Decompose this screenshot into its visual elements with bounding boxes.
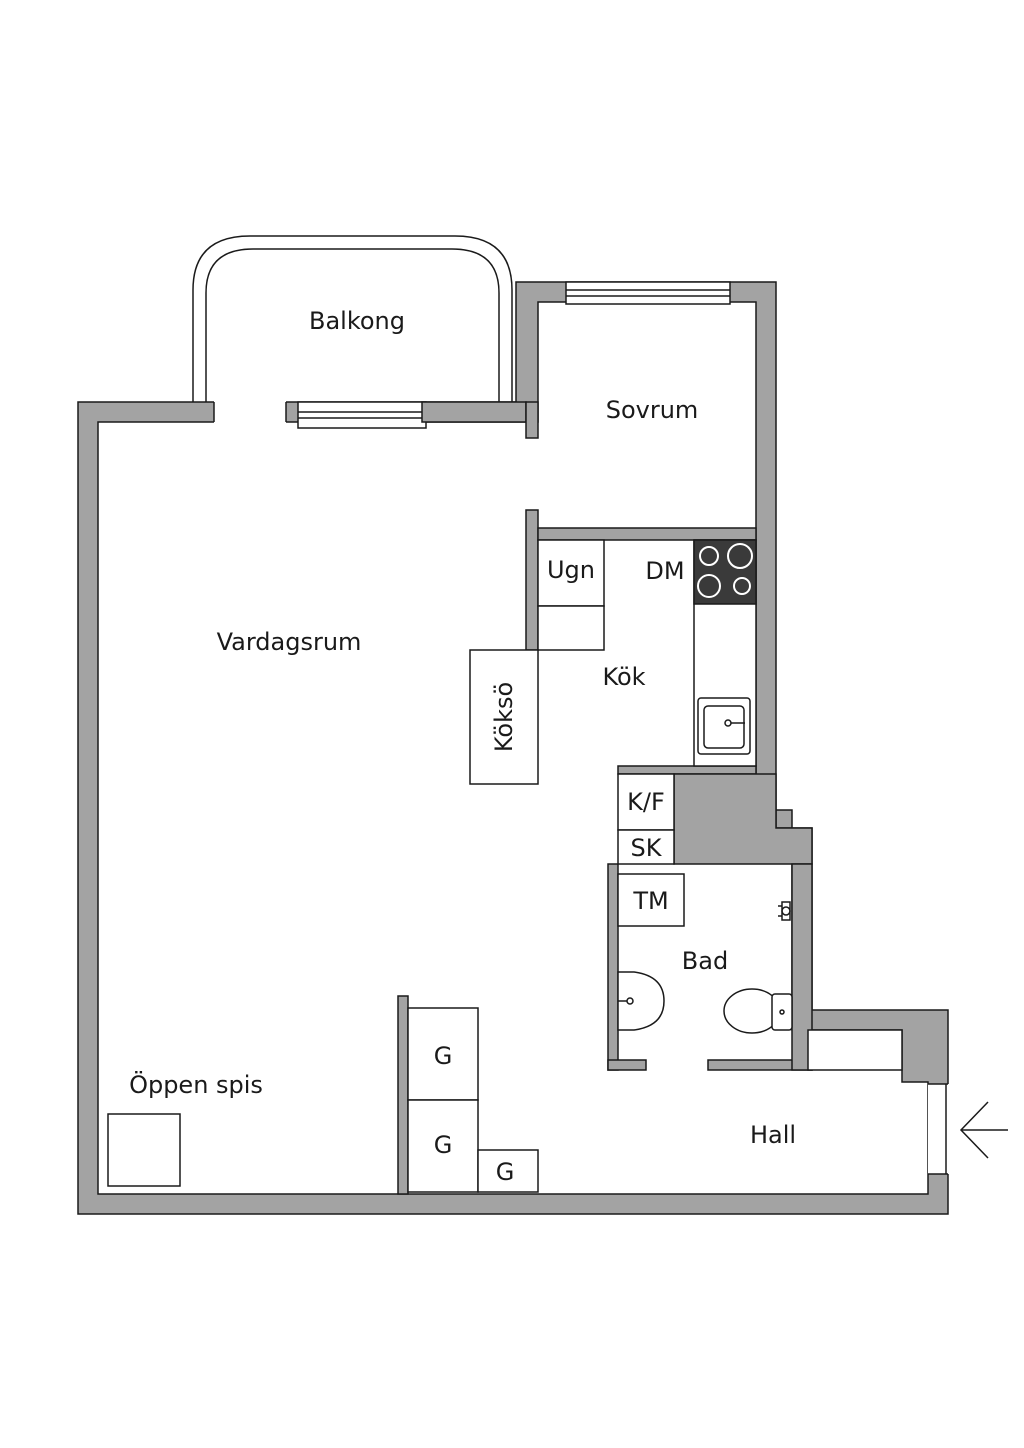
label-hall: Hall bbox=[750, 1121, 796, 1149]
label-oppen-spis: Öppen spis bbox=[129, 1070, 263, 1099]
toilet-icon bbox=[723, 988, 793, 1034]
arrow-left-icon bbox=[959, 1101, 1008, 1159]
washing-machine bbox=[617, 873, 685, 927]
label-sk: SK bbox=[631, 834, 663, 862]
window-bedroom bbox=[565, 281, 731, 305]
storage-cabinet bbox=[617, 829, 675, 865]
label-ugn: Ugn bbox=[547, 556, 595, 584]
label-g1: G bbox=[434, 1042, 453, 1070]
washbasin-icon bbox=[617, 971, 665, 1031]
stove-icon bbox=[693, 539, 757, 605]
sink-icon bbox=[697, 697, 751, 755]
kitchen-island bbox=[469, 649, 539, 785]
fridge-freezer bbox=[617, 773, 675, 831]
label-kok: Kök bbox=[602, 663, 645, 691]
label-vardagsrum: Vardagsrum bbox=[217, 628, 362, 656]
label-g2: G bbox=[434, 1131, 453, 1159]
label-g3: G bbox=[496, 1158, 515, 1186]
wardrobe-3 bbox=[477, 1149, 539, 1193]
label-dm: DM bbox=[645, 557, 684, 585]
faucet-icon bbox=[778, 901, 791, 921]
label-sovrum: Sovrum bbox=[606, 396, 699, 424]
interior-walls bbox=[397, 401, 813, 1195]
label-kokso: Köksö bbox=[490, 682, 518, 752]
label-tm: TM bbox=[632, 887, 668, 915]
hall-cabinet bbox=[807, 1029, 903, 1071]
label-kf: K/F bbox=[627, 788, 665, 816]
kitchen-counter-left bbox=[537, 539, 605, 651]
balcony bbox=[192, 235, 513, 402]
window-living-room bbox=[297, 401, 427, 429]
fireplace bbox=[107, 1113, 181, 1187]
wardrobe-2 bbox=[407, 1099, 479, 1193]
label-bad: Bad bbox=[682, 947, 728, 975]
label-balkong: Balkong bbox=[309, 307, 405, 335]
